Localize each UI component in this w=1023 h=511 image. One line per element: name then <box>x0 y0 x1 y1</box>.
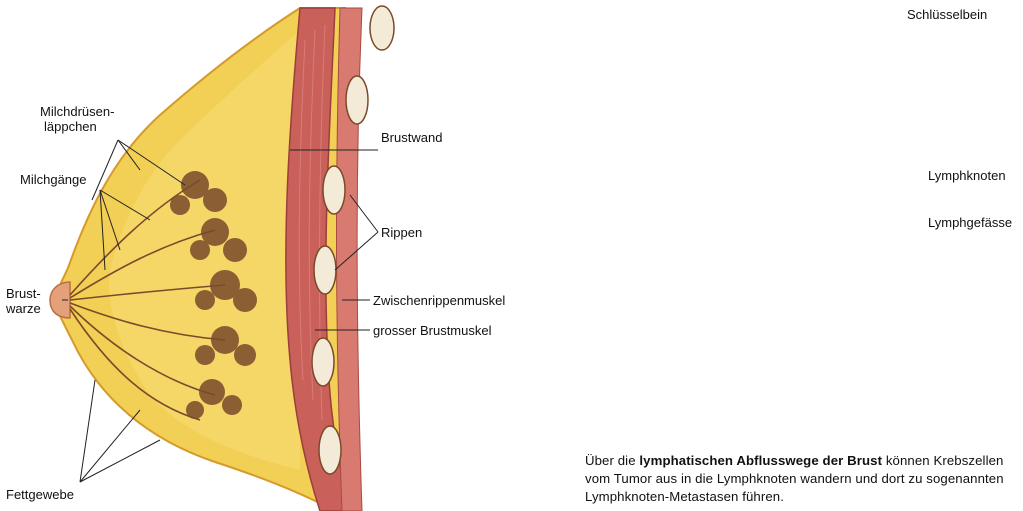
label-brustwand: Brustwand <box>381 130 443 145</box>
rib <box>345 75 369 125</box>
label-brustwarze-line2: warze <box>6 301 41 316</box>
ribs <box>311 5 395 475</box>
label-schluesselbein: Schlüsselbein <box>907 7 988 22</box>
label-fettgewebe: Fettgewebe <box>6 487 74 502</box>
label-zwischenrippenmuskel: Zwischenrippenmuskel <box>373 293 506 308</box>
rib <box>369 5 395 51</box>
gland-lobules <box>170 171 257 419</box>
caption: Über die lymphatischen Abflusswege der B… <box>585 452 1020 506</box>
label-rippen: Rippen <box>381 225 423 240</box>
rib <box>322 165 346 215</box>
label-lymphknoten: Lymphknoten <box>928 168 1006 183</box>
label-milchgaenge: Milchgänge <box>20 172 87 187</box>
leader-lines-left <box>62 139 379 483</box>
caption-part1: Über die <box>585 453 640 468</box>
rib <box>313 245 337 295</box>
caption-part2: können Krebszellen vom Tumor aus in die … <box>585 453 1004 504</box>
label-brustmuskel: grosser Brustmuskel <box>373 323 492 338</box>
label-brustwarze-line1: Brust- <box>6 286 41 301</box>
label-milchdruesen-line1: Milchdrüsen- <box>40 104 115 119</box>
label-milchdruesen-line2: läppchen <box>44 119 97 134</box>
caption-bold: lymphatischen Abflusswege der Brust <box>639 453 883 468</box>
breast-cross-section <box>49 5 395 511</box>
label-lymphgefaesse: Lymphgefässe <box>928 215 1013 230</box>
rib <box>318 425 342 475</box>
chest-wall <box>336 7 363 511</box>
rib <box>311 337 335 387</box>
label-milchdruesen: Milchdrüsen- läppchen <box>40 104 114 134</box>
nipple <box>49 281 71 319</box>
label-brustwarze: Brust- warze <box>6 286 41 316</box>
